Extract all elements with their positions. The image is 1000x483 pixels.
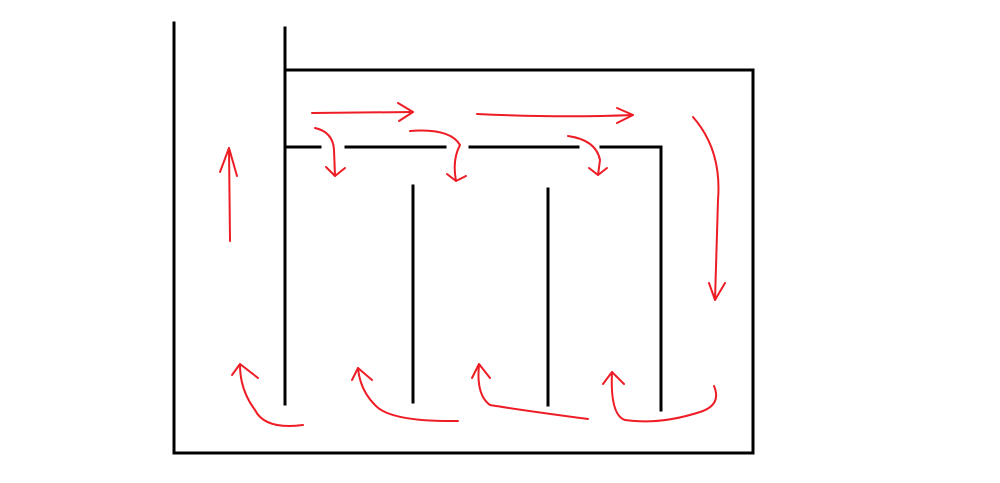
arrow-down-right <box>692 116 726 301</box>
arrow-return-2 <box>351 367 459 423</box>
arrow-right-2 <box>476 107 634 124</box>
arrow-down-gap-2 <box>409 129 467 182</box>
arrow-down-gap-3 <box>567 135 608 176</box>
walls <box>172 21 755 455</box>
arrow-return-3 <box>471 363 589 420</box>
arrow-return-1 <box>231 363 304 427</box>
arrow-return-4 <box>602 371 718 423</box>
arrow-down-gap-1 <box>314 127 346 177</box>
flow-arrows <box>219 102 726 427</box>
arrow-right-1 <box>311 102 414 122</box>
arrow-up-left <box>219 147 238 242</box>
